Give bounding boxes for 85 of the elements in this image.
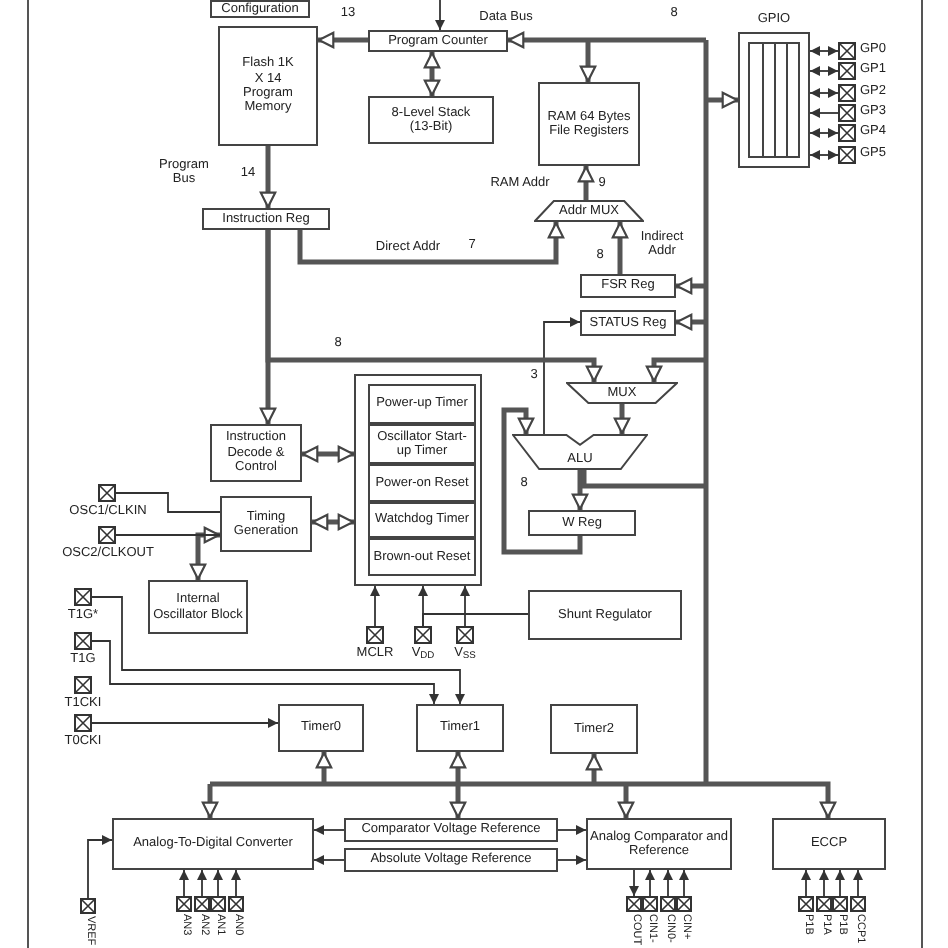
signal-arrow bbox=[91, 640, 439, 705]
bus-arrow bbox=[571, 470, 589, 511]
pin-terminal bbox=[626, 896, 642, 912]
pin-terminal bbox=[676, 896, 692, 912]
pin-terminal bbox=[660, 896, 676, 912]
pin-terminal bbox=[228, 896, 244, 912]
signal-arrow bbox=[557, 825, 587, 835]
bus-arrow bbox=[675, 313, 706, 331]
signal-arrow bbox=[179, 869, 189, 897]
bus-arrow bbox=[449, 784, 467, 819]
signal-arrow bbox=[460, 585, 470, 627]
signal-arrow bbox=[313, 855, 345, 865]
pin-terminal bbox=[838, 104, 856, 122]
pin-terminal bbox=[838, 84, 856, 102]
bus-arrow bbox=[501, 407, 583, 555]
signal-arrow bbox=[543, 317, 581, 435]
signal-arrow bbox=[645, 869, 655, 897]
bus-arrow bbox=[585, 753, 603, 784]
pin-terminal bbox=[838, 62, 856, 80]
pin-terminal bbox=[194, 896, 210, 912]
bus-arrow bbox=[449, 751, 467, 784]
signal-arrow bbox=[809, 150, 839, 160]
bus-arrow bbox=[317, 31, 368, 49]
bus-arrow bbox=[297, 221, 565, 265]
bus-arrow bbox=[706, 781, 837, 819]
bus-arrow bbox=[577, 165, 595, 200]
signal-arrow bbox=[663, 869, 673, 897]
pin-terminal bbox=[98, 526, 116, 544]
bus-arrow bbox=[315, 751, 333, 784]
bus-arrow bbox=[507, 31, 706, 49]
signal-arrow bbox=[91, 596, 465, 705]
pin-terminal bbox=[80, 898, 96, 914]
pin-terminal bbox=[838, 146, 856, 164]
signal-arrow bbox=[835, 869, 845, 897]
signal-arrow bbox=[87, 835, 113, 899]
signal-arrow bbox=[809, 88, 839, 98]
signal-arrow bbox=[370, 585, 380, 627]
pin-terminal bbox=[850, 896, 866, 912]
bus-arrow bbox=[311, 513, 355, 531]
signal-arrow bbox=[435, 0, 445, 31]
pin-terminal bbox=[74, 676, 92, 694]
signal-arrow bbox=[819, 869, 829, 897]
bus-arrow bbox=[706, 91, 739, 109]
pin-terminal bbox=[74, 588, 92, 606]
pin-terminal bbox=[838, 42, 856, 60]
signal-arrow bbox=[809, 128, 839, 138]
reset-group-box bbox=[354, 374, 482, 586]
pin-terminal bbox=[642, 896, 658, 912]
signal-arrow bbox=[213, 869, 223, 897]
signal-arrow bbox=[809, 66, 839, 76]
pin-terminal bbox=[366, 626, 384, 644]
pin-terminal bbox=[414, 626, 432, 644]
signal-arrow bbox=[197, 869, 207, 897]
bus-arrow bbox=[423, 51, 441, 97]
bus-arrow bbox=[645, 357, 706, 383]
bus-arrow bbox=[259, 146, 277, 209]
pin-terminal bbox=[838, 124, 856, 142]
signal-arrow bbox=[801, 869, 811, 897]
signal-arrow bbox=[809, 108, 839, 118]
bus-arrow bbox=[265, 230, 603, 383]
pin-terminal bbox=[456, 626, 474, 644]
bus-arrow bbox=[675, 277, 706, 295]
pin-terminal bbox=[74, 632, 92, 650]
signal-arrow bbox=[809, 46, 839, 56]
bus-arrow bbox=[579, 40, 597, 83]
bus-arrow bbox=[611, 221, 629, 274]
pin-terminal bbox=[98, 484, 116, 502]
pin-terminal bbox=[210, 896, 226, 912]
signal-arrow bbox=[91, 718, 279, 728]
pin-terminal bbox=[74, 714, 92, 732]
pin-terminal bbox=[176, 896, 192, 912]
signal-arrow bbox=[313, 825, 345, 835]
signal-arrow bbox=[629, 869, 639, 897]
bus-arrow bbox=[613, 404, 631, 435]
signal-arrow bbox=[231, 869, 241, 897]
bus-arrow bbox=[189, 526, 221, 581]
pin-terminal bbox=[832, 896, 848, 912]
pin-terminal bbox=[816, 896, 832, 912]
pin-terminal bbox=[798, 896, 814, 912]
bus-arrow bbox=[617, 784, 635, 819]
signal-arrow bbox=[853, 869, 863, 897]
bus-arrow bbox=[201, 784, 219, 819]
bus-arrow bbox=[301, 445, 355, 463]
signal-arrow bbox=[679, 869, 689, 897]
signal-arrow bbox=[557, 855, 587, 865]
